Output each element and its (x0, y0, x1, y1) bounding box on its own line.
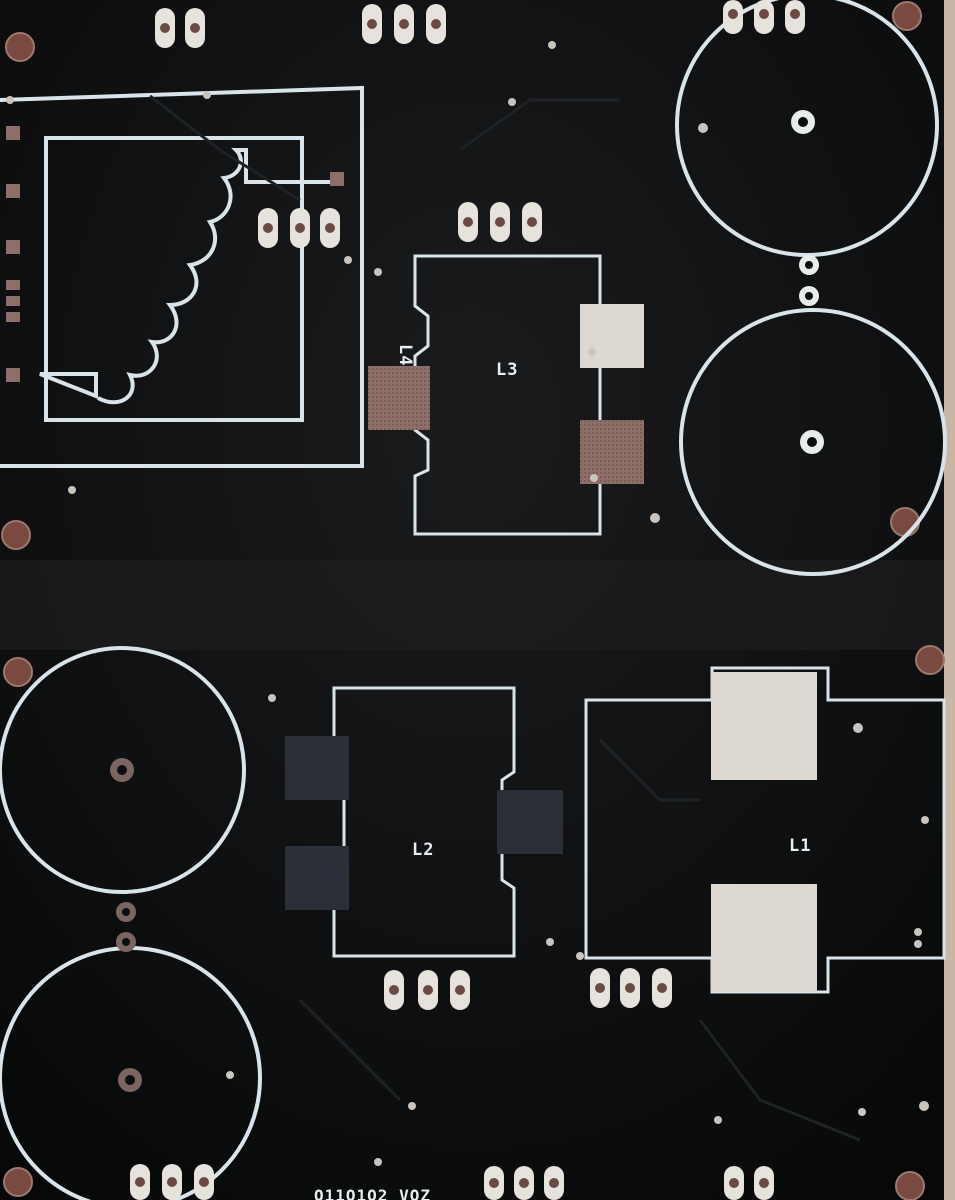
l3-pad-left (368, 366, 430, 430)
l2-pad-right (497, 790, 563, 854)
edge-pads-left (6, 126, 344, 382)
silkscreen-label-l2: L2 (412, 840, 435, 860)
coil-footprint-l4-area (0, 85, 364, 468)
capacitor-center-pads-top (791, 110, 824, 454)
l1-pad-bottom (711, 884, 817, 992)
capacitor-center-pads-bottom (110, 758, 142, 1092)
l1-pad-top (711, 672, 817, 780)
silkscreen-label-l3: L3 (496, 360, 519, 380)
l3-pad-right-top (580, 304, 644, 368)
l2-pad-left-bottom (285, 846, 349, 910)
three-pin-pads (130, 0, 805, 1200)
capacitor-outlines-top (675, 0, 947, 576)
silkscreen-label-bottom: Q11Q1Q2 VQZ (314, 1186, 431, 1200)
vias (6, 41, 929, 1166)
l2-pad-left-top (285, 736, 349, 800)
silkscreen-label-l4: L4 (395, 344, 415, 367)
copper-traces (149, 94, 861, 1142)
silkscreen-label-l1: L1 (789, 836, 812, 856)
panel-seam (0, 560, 944, 650)
l3-footprint (413, 254, 602, 536)
l3-pad-right-bottom (580, 420, 644, 484)
